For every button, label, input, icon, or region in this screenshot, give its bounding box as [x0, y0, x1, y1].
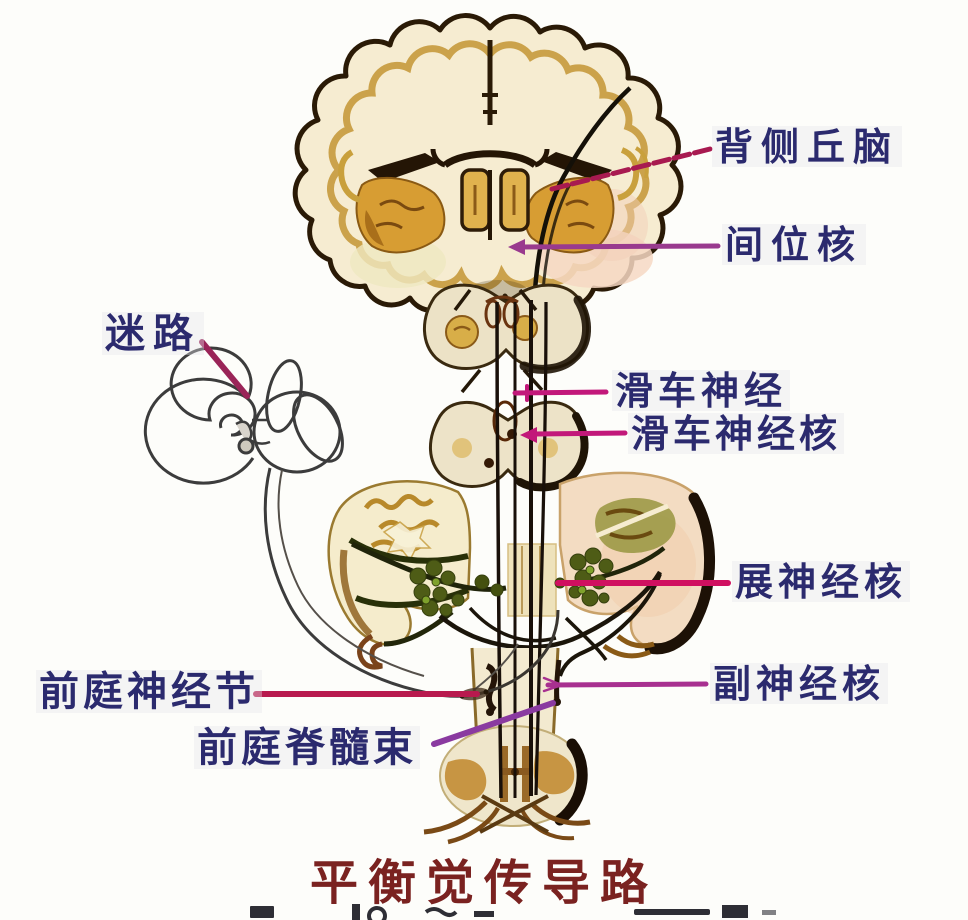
- insula-curl-left: [338, 149, 361, 203]
- corpus-callosum: [442, 150, 538, 168]
- label-abducens-nucleus: 展神经核: [732, 561, 911, 602]
- label-accessory-nucleus: 副神经核: [710, 663, 889, 704]
- figure-title: 平衡觉传导路: [309, 855, 658, 911]
- label-dorsal-thalamus: 背侧丘脑: [712, 126, 903, 167]
- pons-right-curl: [602, 634, 655, 659]
- semicircular-canal-2: [265, 359, 303, 433]
- oculomotor-loop-left: [484, 299, 502, 329]
- leader-accessory-nucleus: [545, 681, 709, 688]
- midbrain-shadow-edge: [519, 295, 592, 374]
- label-trochlear-nucleus: 滑车神经核: [628, 413, 845, 454]
- spinal-cord-section: [423, 725, 591, 845]
- lateral-ventricle-left: [368, 153, 440, 182]
- cropped-caption-fragments: [250, 904, 776, 920]
- label-trochlear-nerve: 滑车神经: [612, 370, 791, 411]
- vestibular-nuclei-green: [409, 547, 614, 617]
- oculomotor-loop-right: [502, 299, 520, 329]
- ascending-fiber-to-cortex: [531, 86, 632, 309]
- leader-vestibulospinal-tract: [431, 700, 556, 747]
- trochlear-level-section: [428, 400, 589, 492]
- pons-left-curl: [357, 633, 383, 670]
- leader-lines: [199, 146, 731, 747]
- midbrain-section: [422, 283, 592, 394]
- cerebrum-coronal-section: [292, 13, 684, 318]
- semicircular-canal-3: [292, 393, 344, 463]
- label-interstitial-nucleus: 间位核: [722, 224, 867, 265]
- insula-curl-right: [617, 147, 640, 201]
- arrowhead-interstitial: [508, 239, 525, 255]
- leader-trochlear-nerve: [512, 389, 609, 396]
- label-vestibulospinal-tract: 前庭脊髓束: [194, 726, 420, 769]
- leader-labyrinth: [199, 339, 250, 399]
- pons-section: [327, 471, 715, 677]
- nerve-rootlets: [423, 800, 488, 835]
- leader-trochlear-nucleus: [532, 430, 628, 437]
- cochlea-spiral: [143, 346, 257, 485]
- label-vestibular-ganglion: 前庭神经节: [36, 670, 262, 713]
- gray-matter-right: [533, 751, 575, 795]
- pons-right-shadow-edge: [644, 492, 715, 655]
- leader-dorsal-thalamus: [545, 146, 713, 193]
- leader-interstitial-nucleus: [517, 243, 721, 250]
- red-nucleus-left: [445, 315, 479, 349]
- lateral-ventricle-right: [541, 152, 612, 182]
- basal-ganglia-left: [355, 176, 446, 254]
- labyrinth-drawing: [143, 346, 560, 701]
- fiber-to-medulla: [558, 573, 662, 677]
- cord-shadow-edge: [554, 738, 588, 826]
- arrowhead-trochlear-nucleus: [520, 427, 537, 443]
- gray-matter-left: [444, 759, 487, 801]
- label-labyrinth: 迷路: [102, 312, 204, 355]
- accessory-nucleus-mark: [554, 659, 562, 701]
